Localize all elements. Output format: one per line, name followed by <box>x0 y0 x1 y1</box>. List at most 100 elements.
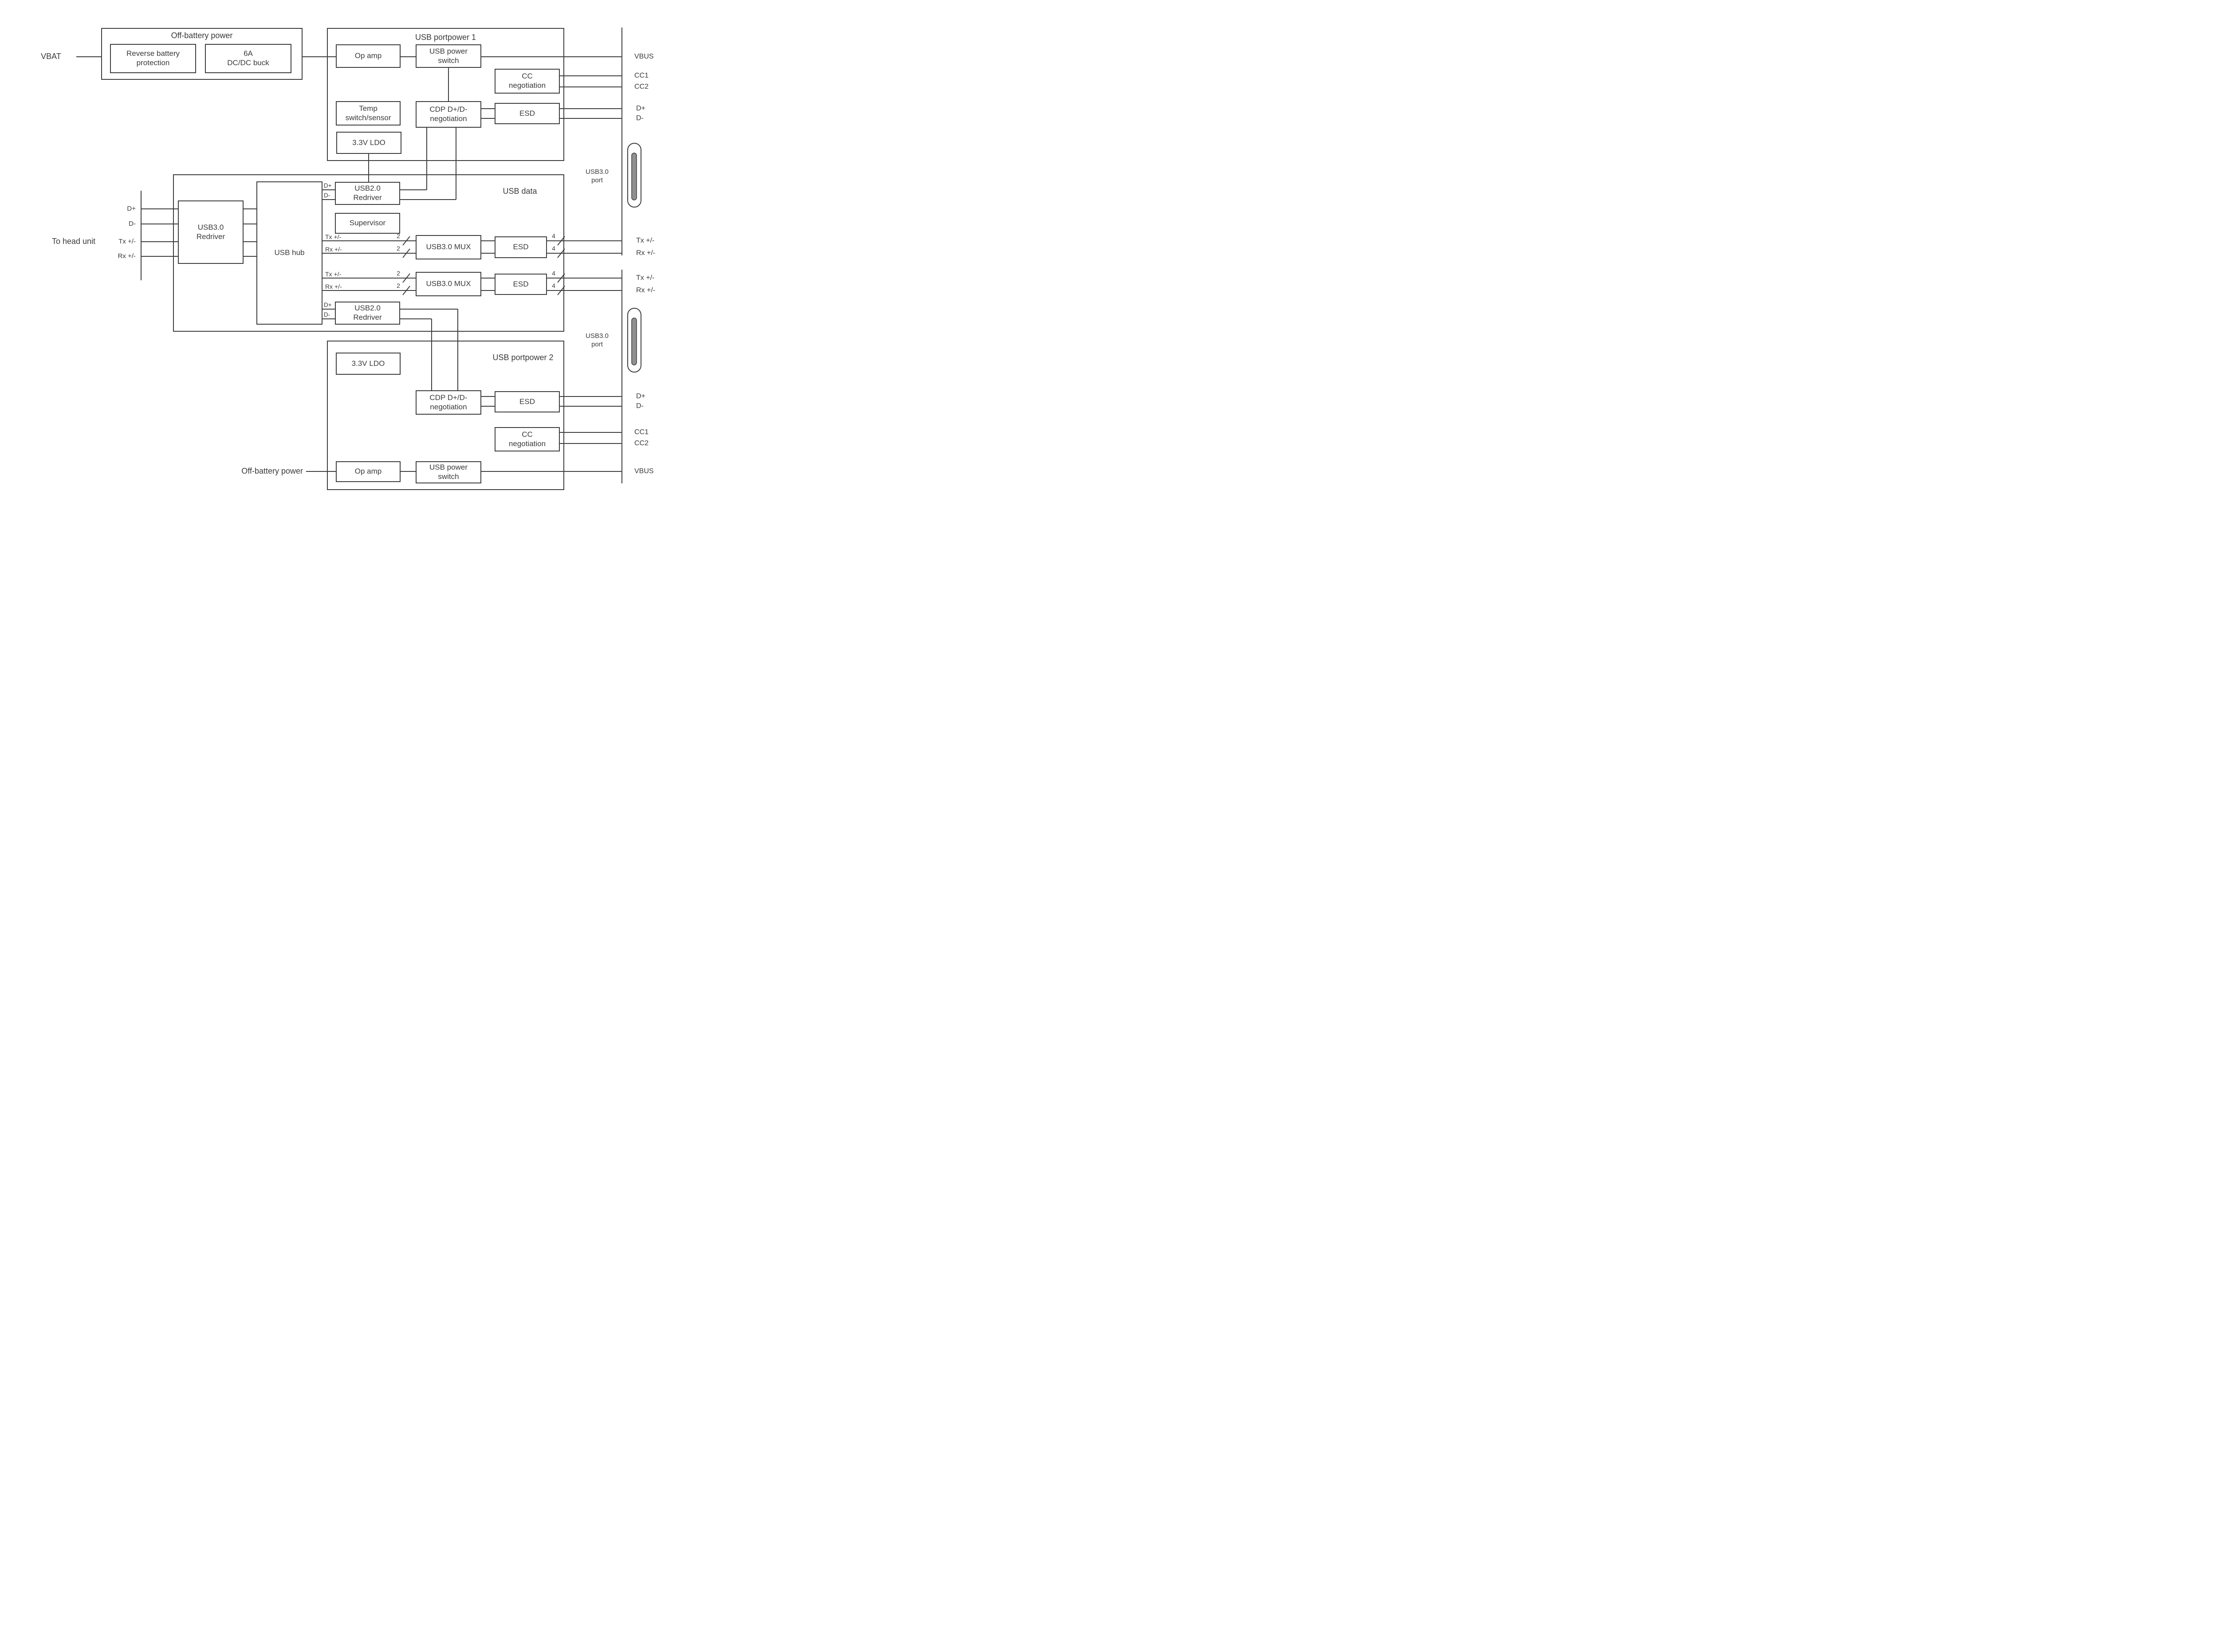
block-usb-hub: USB hub <box>256 181 322 325</box>
headunit-pin-tx: Tx +/- <box>118 238 136 245</box>
lane-count-2: 2 <box>397 270 400 277</box>
block-ldo-2: 3.3V LDO <box>336 353 401 375</box>
port1-usb30-port-label: USB3.0 port <box>586 168 609 184</box>
headunit-pin-rx: Rx +/- <box>118 252 136 260</box>
redriver-top-pin-d-plus: D+ <box>324 182 332 189</box>
mux1-pin-rx: Rx +/- <box>325 246 342 253</box>
port1-label-cc2: CC2 <box>634 83 649 90</box>
label-vbat: VBAT <box>41 52 61 61</box>
port2-label-d-minus: D- <box>636 402 644 410</box>
group-usb-portpower-2-title: USB portpower 2 <box>492 353 554 362</box>
block-esd-2-label: ESD <box>519 397 535 406</box>
block-usb20-redriver-bottom: USB2.0 Redriver <box>335 302 400 325</box>
tick <box>402 286 410 295</box>
block-usb-power-switch-1: USB power switch <box>416 44 481 68</box>
lane-count-4: 4 <box>552 232 555 239</box>
mux1-pin-tx: Tx +/- <box>325 233 342 240</box>
usb-system-block-diagram: Off-battery power USB portpower 1 USB da… <box>0 0 685 510</box>
block-usb30-mux-1: USB3.0 MUX <box>416 235 481 259</box>
block-usb-power-switch-2-label: USB power switch <box>429 463 468 481</box>
label-to-head-unit: To head unit <box>51 237 96 246</box>
block-cdp-negotiation-1-label: CDP D+/D- negotiation <box>429 105 468 123</box>
redriver-top-pin-d-minus: D- <box>324 192 330 199</box>
block-ldo-1: 3.3V LDO <box>336 132 401 154</box>
block-supervisor: Supervisor <box>335 213 400 234</box>
headunit-pin-d-plus: D+ <box>127 205 136 212</box>
block-esd-mux-1: ESD <box>495 236 547 258</box>
block-esd-mux-1-label: ESD <box>513 243 529 251</box>
port2-label-tx: Tx +/- <box>636 274 655 282</box>
port2-usb30-port-label: USB3.0 port <box>586 332 609 348</box>
block-ldo-1-label: 3.3V LDO <box>352 138 385 147</box>
port2-label-cc2: CC2 <box>634 439 649 447</box>
block-usb-hub-label: USB hub <box>274 248 305 257</box>
group-usb-portpower-1: USB portpower 1 <box>327 28 564 161</box>
block-cc-negotiation-1-label: CC negotiation <box>508 72 546 90</box>
tick <box>402 236 410 246</box>
port2-label-d-plus: D+ <box>636 392 645 400</box>
block-esd-mux-2-label: ESD <box>513 279 529 288</box>
mux2-pin-tx: Tx +/- <box>325 271 342 278</box>
block-reverse-battery-protection: Reverse battery protection <box>110 44 196 73</box>
group-off-battery-power-title: Off-battery power <box>171 31 233 40</box>
lane-count-2: 2 <box>397 245 400 252</box>
headunit-pin-d-minus: D- <box>129 220 136 228</box>
wiring-layer <box>76 27 641 483</box>
port2-label-rx: Rx +/- <box>636 286 656 294</box>
usb-c-connector-icon-1 <box>627 143 641 208</box>
block-usb-power-switch-1-label: USB power switch <box>429 47 468 65</box>
block-reverse-battery-protection-label: Reverse battery protection <box>126 49 180 67</box>
block-supervisor-label: Supervisor <box>349 219 386 228</box>
block-op-amp-2: Op amp <box>336 461 401 482</box>
block-ldo-2-label: 3.3V LDO <box>351 359 385 368</box>
block-usb20-redriver-top-label: USB2.0 Redriver <box>353 184 382 202</box>
lane-count-2: 2 <box>397 282 400 289</box>
block-usb-power-switch-2: USB power switch <box>416 461 481 483</box>
block-op-amp-2-label: Op amp <box>354 467 382 476</box>
redriver-bottom-pin-d-plus: D+ <box>324 302 332 308</box>
group-usb-data-title: USB data <box>503 187 537 196</box>
tick <box>402 273 410 283</box>
label-off-battery-power-source: Off-battery power <box>241 467 303 475</box>
group-off-battery-power: Off-battery power <box>101 28 303 80</box>
block-usb30-redriver-label: USB3.0 Redriver <box>196 223 225 241</box>
block-cdp-negotiation-1: CDP D+/D- negotiation <box>416 101 481 128</box>
block-esd-mux-2: ESD <box>495 274 547 295</box>
port1-label-cc1: CC1 <box>634 72 649 79</box>
block-esd-1-label: ESD <box>519 109 535 118</box>
block-dcdc-buck: 6A DC/DC buck <box>205 44 291 73</box>
group-usb-portpower-1-title: USB portpower 1 <box>415 33 476 42</box>
block-cc-negotiation-1: CC negotiation <box>495 69 560 94</box>
port1-label-tx: Tx +/- <box>636 237 655 244</box>
port2-label-cc1: CC1 <box>634 428 649 436</box>
port1-label-vbus: VBUS <box>634 53 654 60</box>
block-cc-negotiation-2-label: CC negotiation <box>508 430 546 448</box>
lane-count-2: 2 <box>397 232 400 239</box>
block-dcdc-buck-label: 6A DC/DC buck <box>227 49 269 67</box>
group-usb-data: USB data <box>173 174 564 332</box>
block-op-amp-1-label: Op amp <box>354 51 382 60</box>
port1-label-rx: Rx +/- <box>636 249 656 257</box>
port2-label-vbus: VBUS <box>634 467 654 475</box>
port1-label-d-plus: D+ <box>636 105 645 112</box>
block-usb30-mux-1-label: USB3.0 MUX <box>426 243 471 251</box>
block-cc-negotiation-2: CC negotiation <box>495 427 560 451</box>
lane-ticks <box>402 236 565 295</box>
block-esd-2: ESD <box>495 391 560 412</box>
block-cdp-negotiation-2-label: CDP D+/D- negotiation <box>429 393 468 411</box>
redriver-bottom-pin-d-minus: D- <box>324 311 330 318</box>
block-op-amp-1: Op amp <box>336 44 401 68</box>
group-usb-portpower-2: USB portpower 2 <box>327 341 564 490</box>
block-usb20-redriver-top: USB2.0 Redriver <box>335 182 400 205</box>
tick <box>402 248 410 258</box>
block-usb30-mux-2: USB3.0 MUX <box>416 272 481 296</box>
block-esd-1: ESD <box>495 103 560 124</box>
block-usb30-redriver: USB3.0 Redriver <box>178 200 244 264</box>
block-temp-switch-sensor: Temp switch/sensor <box>336 101 401 126</box>
usb-c-connector-icon-2 <box>627 308 641 373</box>
block-cdp-negotiation-2: CDP D+/D- negotiation <box>416 390 481 415</box>
lane-count-4: 4 <box>552 245 555 252</box>
lane-count-4: 4 <box>552 282 555 289</box>
port1-label-d-minus: D- <box>636 114 644 122</box>
block-temp-switch-sensor-label: Temp switch/sensor <box>345 104 391 122</box>
